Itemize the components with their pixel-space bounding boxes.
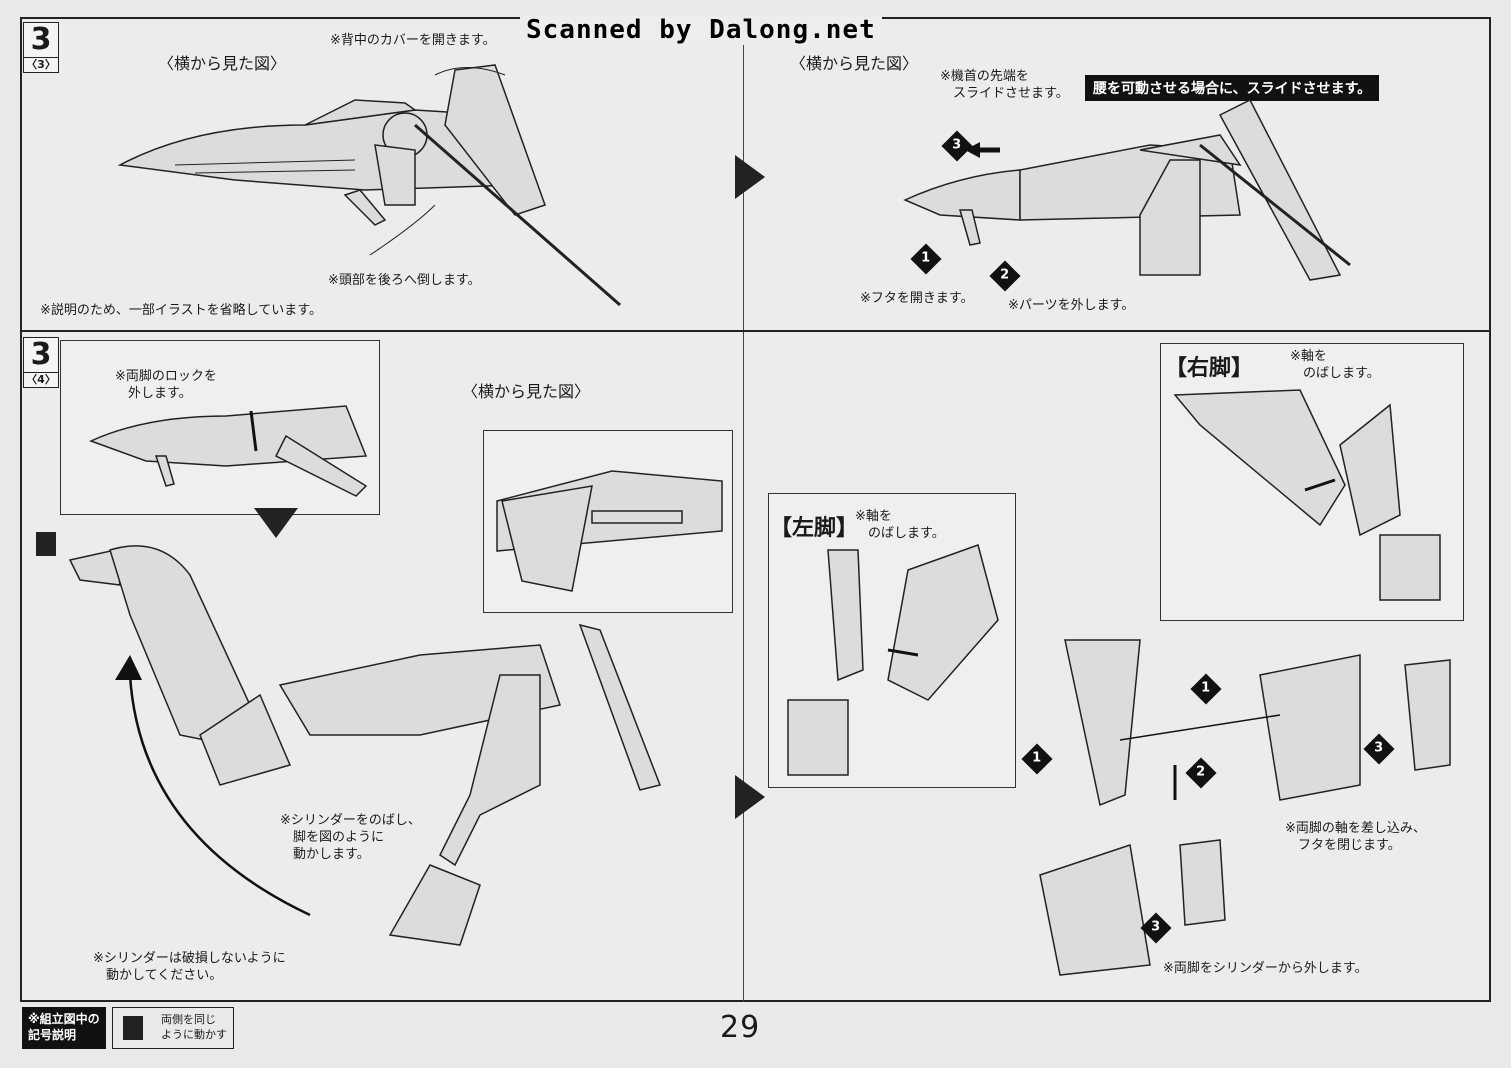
- release-leg-lock-illustration: [89, 405, 368, 497]
- legend-desc: 両側を同じ ように動かす: [161, 1013, 227, 1041]
- down-arrow: [254, 508, 298, 538]
- step-badge-3-4: 3 〈4〉: [23, 337, 59, 388]
- step-sub-number: 〈4〉: [26, 373, 56, 386]
- vertical-divider-bottom: [743, 332, 744, 1002]
- step-number: 3: [24, 338, 58, 373]
- symbol-legend-title: ※組立図中の 記号説明: [22, 1007, 106, 1049]
- aircraft-nose-slide-illustration: [903, 98, 1351, 281]
- cylinder-side-view-inset: [483, 430, 733, 613]
- right-leg-shaft-illustration: [1173, 389, 1441, 601]
- aircraft-side-view-illustration-1: [117, 64, 621, 307]
- leg-extension-illustration: [68, 545, 662, 946]
- lock-release-inset: [60, 340, 380, 515]
- side-view-title-1: 〈横から見た図〉: [158, 54, 287, 73]
- side-view-title-2: 〈横から見た図〉: [790, 54, 919, 73]
- next-step-arrow-top: [735, 155, 765, 199]
- note-left-leg-shaft: ※軸を のばします。: [855, 509, 945, 541]
- side-view-title-3: 〈横から見た図〉: [462, 382, 591, 401]
- note-release-leg-lock: ※両脚のロックを 外します。: [115, 369, 217, 401]
- note-open-back-cover: ※背中のカバーを開きます。: [330, 33, 496, 48]
- left-leg-shaft-illustration: [787, 544, 999, 776]
- both-sides-symbol-icon-legend: [123, 1016, 143, 1040]
- note-remove-from-cylinder: ※両脚をシリンダーから外します。: [1163, 961, 1368, 976]
- note-open-lid: ※フタを開きます。: [860, 291, 974, 306]
- note-careful-cylinder: ※シリンダーは破損しないように 動かしてください。: [93, 951, 286, 983]
- symbol-legend-entry: 両側を同じ ように動かす: [112, 1007, 234, 1049]
- right-leg-title: 【右脚】: [1165, 356, 1254, 381]
- note-extend-cylinder: ※シリンダーをのばし、 脚を図のように 動かします。: [280, 813, 421, 862]
- next-step-arrow-bottom: [735, 775, 765, 819]
- note-illustration-omitted: ※説明のため、一部イラストを省略しています。: [40, 303, 322, 318]
- note-tilt-head: ※頭部を後ろへ倒します。: [328, 273, 481, 288]
- note-insert-shafts: ※両脚の軸を差し込み、 フタを閉じます。: [1285, 821, 1426, 853]
- note-remove-parts: ※パーツを外します。: [1008, 298, 1135, 313]
- legend-title-text: ※組立図中の 記号説明: [28, 1012, 100, 1042]
- slide-banner: 腰を可動させる場合に、スライドさせます。: [1085, 75, 1380, 101]
- both-sides-symbol-icon-2: [36, 532, 56, 556]
- cylinder-closeup-illustration: [496, 470, 723, 592]
- horizontal-divider: [20, 330, 1491, 332]
- left-leg-title: 【左脚】: [770, 516, 859, 541]
- step-sub-number: 〈3〉: [26, 58, 56, 71]
- leg-assembly-illustration: [1039, 639, 1451, 976]
- note-right-leg-shaft: ※軸を のばします。: [1290, 349, 1380, 381]
- scan-watermark: Scanned by Dalong.net: [520, 15, 882, 45]
- note-slide-nose: ※機首の先端を スライドさせます。: [940, 69, 1069, 101]
- step-badge-3-3: 3 〈3〉: [23, 22, 59, 73]
- page-number: 29: [720, 1010, 761, 1045]
- step-number: 3: [24, 23, 58, 58]
